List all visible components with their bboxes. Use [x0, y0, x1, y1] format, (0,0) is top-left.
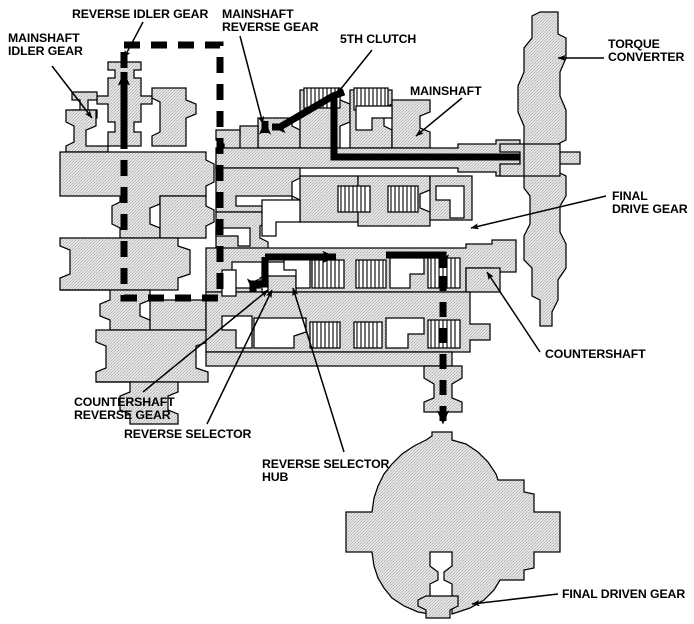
- leader-countershaft: [486, 271, 541, 353]
- label-reverse-selector-hub: REVERSE SELECTOR HUB: [262, 457, 390, 485]
- leader-mainshaft-idler-gear: [51, 65, 93, 119]
- countershaft-reverse-gear-part: [221, 261, 269, 297]
- countershaft-gear-splines-upper: [283, 255, 461, 289]
- leader-reverse-idler-gear: [123, 21, 144, 59]
- reverse-idler-gear-part: [71, 61, 197, 147]
- leader-fifth-clutch: [335, 49, 373, 96]
- label-final-driven-gear: FINAL DRIVEN GEAR: [562, 587, 686, 601]
- flow-mainshaft: [330, 96, 520, 161]
- leader-reverse-selector: [206, 289, 273, 425]
- reverse-idler-highlight-box: [120, 41, 224, 302]
- leader-mainshaft-reverse-gear: [239, 35, 265, 125]
- label-countershaft: COUNTERSHAFT: [545, 347, 646, 361]
- mainshaft-lower-gears: [215, 185, 465, 253]
- countershaft-gear-splines-lower: [221, 315, 461, 349]
- label-reverse-selector: REVERSE SELECTOR: [124, 427, 252, 441]
- mainshaft-idler-gear-part: [65, 109, 109, 153]
- label-mainshaft-idler-gear: MAINSHAFT IDLER GEAR: [8, 31, 83, 59]
- label-final-drive-gear: FINAL DRIVE GEAR: [612, 189, 688, 217]
- label-torque-converter: TORQUE CONVERTER: [608, 37, 685, 65]
- flow-countershaft-down: [246, 257, 269, 293]
- label-reverse-idler-gear: REVERSE IDLER GEAR: [72, 7, 209, 21]
- final-driven-gear-part: [345, 431, 561, 619]
- mainshaft-left-body: [59, 151, 215, 425]
- label-mainshaft: MAINSHAFT: [410, 84, 482, 98]
- label-countershaft-reverse-gear: COUNTERSHAFT REVERSE GEAR: [74, 395, 175, 423]
- torque-converter-part: [499, 11, 581, 327]
- leader-mainshaft: [415, 97, 463, 137]
- leader-countershaft-reverse-gear: [142, 289, 269, 393]
- leader-reverse-selector-hub: [292, 287, 345, 453]
- leader-lines-group: [51, 21, 607, 607]
- label-mainshaft-reverse-gear: MAINSHAFT REVERSE GEAR: [222, 7, 319, 35]
- label-fifth-clutch: 5TH CLUTCH: [340, 32, 417, 46]
- leader-final-driven-gear: [471, 593, 559, 607]
- leader-final-drive-gear: [470, 195, 607, 230]
- flow-countershaft-to-final: [386, 251, 450, 269]
- transmission-parts-group: [59, 11, 581, 619]
